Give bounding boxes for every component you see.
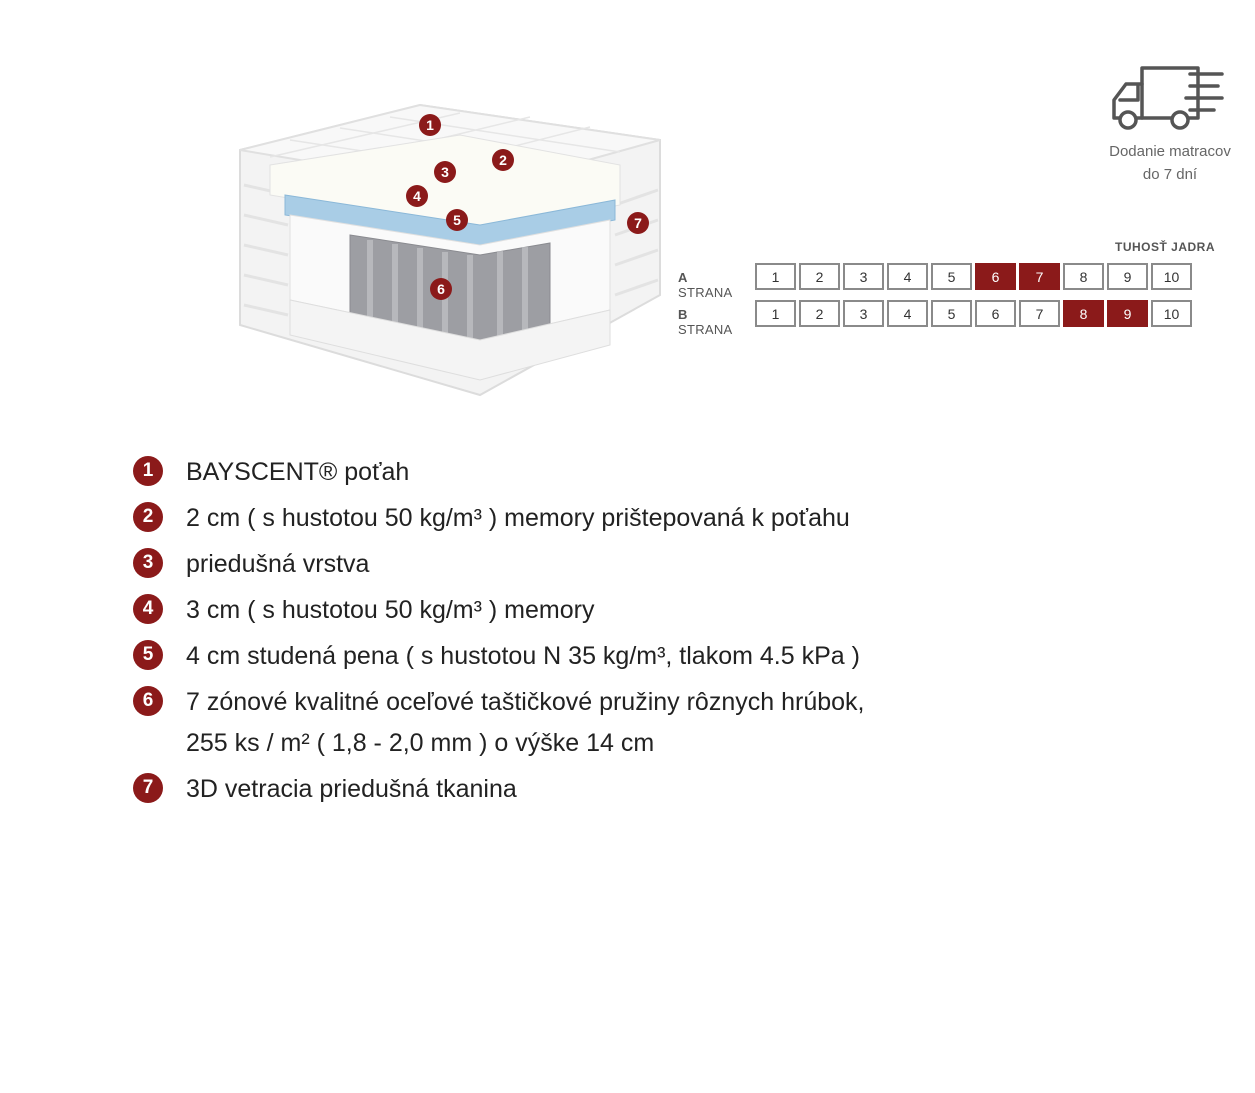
firmness-cell-4: 4 <box>887 300 928 327</box>
firmness-cell-3: 3 <box>843 300 884 327</box>
truck-icon <box>1112 66 1224 130</box>
legend-number: 2 <box>133 502 163 532</box>
firmness-cell-5: 5 <box>931 263 972 290</box>
firmness-cell-10: 10 <box>1151 263 1192 290</box>
delivery-badge: Dodanie matracov do 7 dní <box>1085 60 1255 186</box>
firmness-cell-5: 5 <box>931 300 972 327</box>
delivery-line-1: Dodanie matracov <box>1109 143 1231 160</box>
legend-text: 2 cm ( s hustotou 50 kg/m³ ) memory priš… <box>186 504 850 532</box>
legend-text: BAYSCENT® poťah <box>186 458 410 486</box>
marker-6: 6 <box>430 278 452 300</box>
legend-item: 3 priedušná vrstva <box>133 544 1033 585</box>
row-label-a: A STRANA <box>678 270 733 300</box>
firmness-cell-9: 9 <box>1107 263 1148 290</box>
legend-text: 3D vetracia priedušná tkanina <box>186 775 517 803</box>
firmness-cell-10: 10 <box>1151 300 1192 327</box>
legend-item: 5 4 cm studená pena ( s hustotou N 35 kg… <box>133 636 1033 677</box>
firmness-cell-6: 6 <box>975 300 1016 327</box>
delivery-line-2: do 7 dní <box>1142 166 1198 183</box>
mattress-illustration <box>239 103 661 397</box>
firmness-cell-2: 2 <box>799 263 840 290</box>
marker-3: 3 <box>434 161 456 183</box>
firmness-title: TUHOSŤ JADRA <box>1115 240 1216 254</box>
firmness-cell-4: 4 <box>887 263 928 290</box>
legend-number: 3 <box>133 548 163 578</box>
row-prefix-b: B <box>678 307 688 322</box>
marker-5: 5 <box>446 209 468 231</box>
legend-text-block: 7 zónové kvalitné oceľové taštičkové pru… <box>186 682 864 764</box>
row-prefix-a: A <box>678 270 688 285</box>
firmness-cell-1: 1 <box>755 263 796 290</box>
legend-item: 2 2 cm ( s hustotou 50 kg/m³ ) memory pr… <box>133 498 1033 539</box>
legend-text: 3 cm ( s hustotou 50 kg/m³ ) memory <box>186 596 595 624</box>
legend-item: 6 7 zónové kvalitné oceľové taštičkové p… <box>133 682 1033 764</box>
row-label-b: B STRANA <box>678 307 733 337</box>
legend-item: 7 3D vetracia priedušná tkanina <box>133 769 1033 810</box>
legend-number: 1 <box>133 456 163 486</box>
legend-item: 4 3 cm ( s hustotou 50 kg/m³ ) memory <box>133 590 1033 631</box>
row-text-b: STRANA <box>678 322 733 337</box>
legend-text: 7 zónové kvalitné oceľové taštičkové pru… <box>186 688 865 716</box>
legend-number: 6 <box>133 686 163 716</box>
firmness-cell-3: 3 <box>843 263 884 290</box>
marker-1: 1 <box>419 114 441 136</box>
firmness-cell-6: 6 <box>975 263 1016 290</box>
legend-number: 4 <box>133 594 163 624</box>
marker-4: 4 <box>406 185 428 207</box>
marker-2: 2 <box>492 149 514 171</box>
marker-7: 7 <box>627 212 649 234</box>
firmness-cell-7: 7 <box>1019 263 1060 290</box>
legend-number: 5 <box>133 640 163 670</box>
firmness-cell-2: 2 <box>799 300 840 327</box>
legend-text: 4 cm studená pena ( s hustotou N 35 kg/m… <box>186 642 860 670</box>
firmness-cell-9: 9 <box>1107 300 1148 327</box>
firmness-cell-1: 1 <box>755 300 796 327</box>
legend-number: 7 <box>133 773 163 803</box>
legend-list: 1 BAYSCENT® poťah 2 2 cm ( s hustotou 50… <box>133 452 1033 815</box>
firmness-cell-8: 8 <box>1063 300 1104 327</box>
legend-item: 1 BAYSCENT® poťah <box>133 452 1033 493</box>
firmness-cell-7: 7 <box>1019 300 1060 327</box>
legend-text: priedušná vrstva <box>186 550 370 578</box>
legend-text-continued: 255 ks / m² ( 1,8 - 2,0 mm ) o výške 14 … <box>186 729 655 757</box>
row-text-a: STRANA <box>678 285 733 300</box>
firmness-cell-8: 8 <box>1063 263 1104 290</box>
